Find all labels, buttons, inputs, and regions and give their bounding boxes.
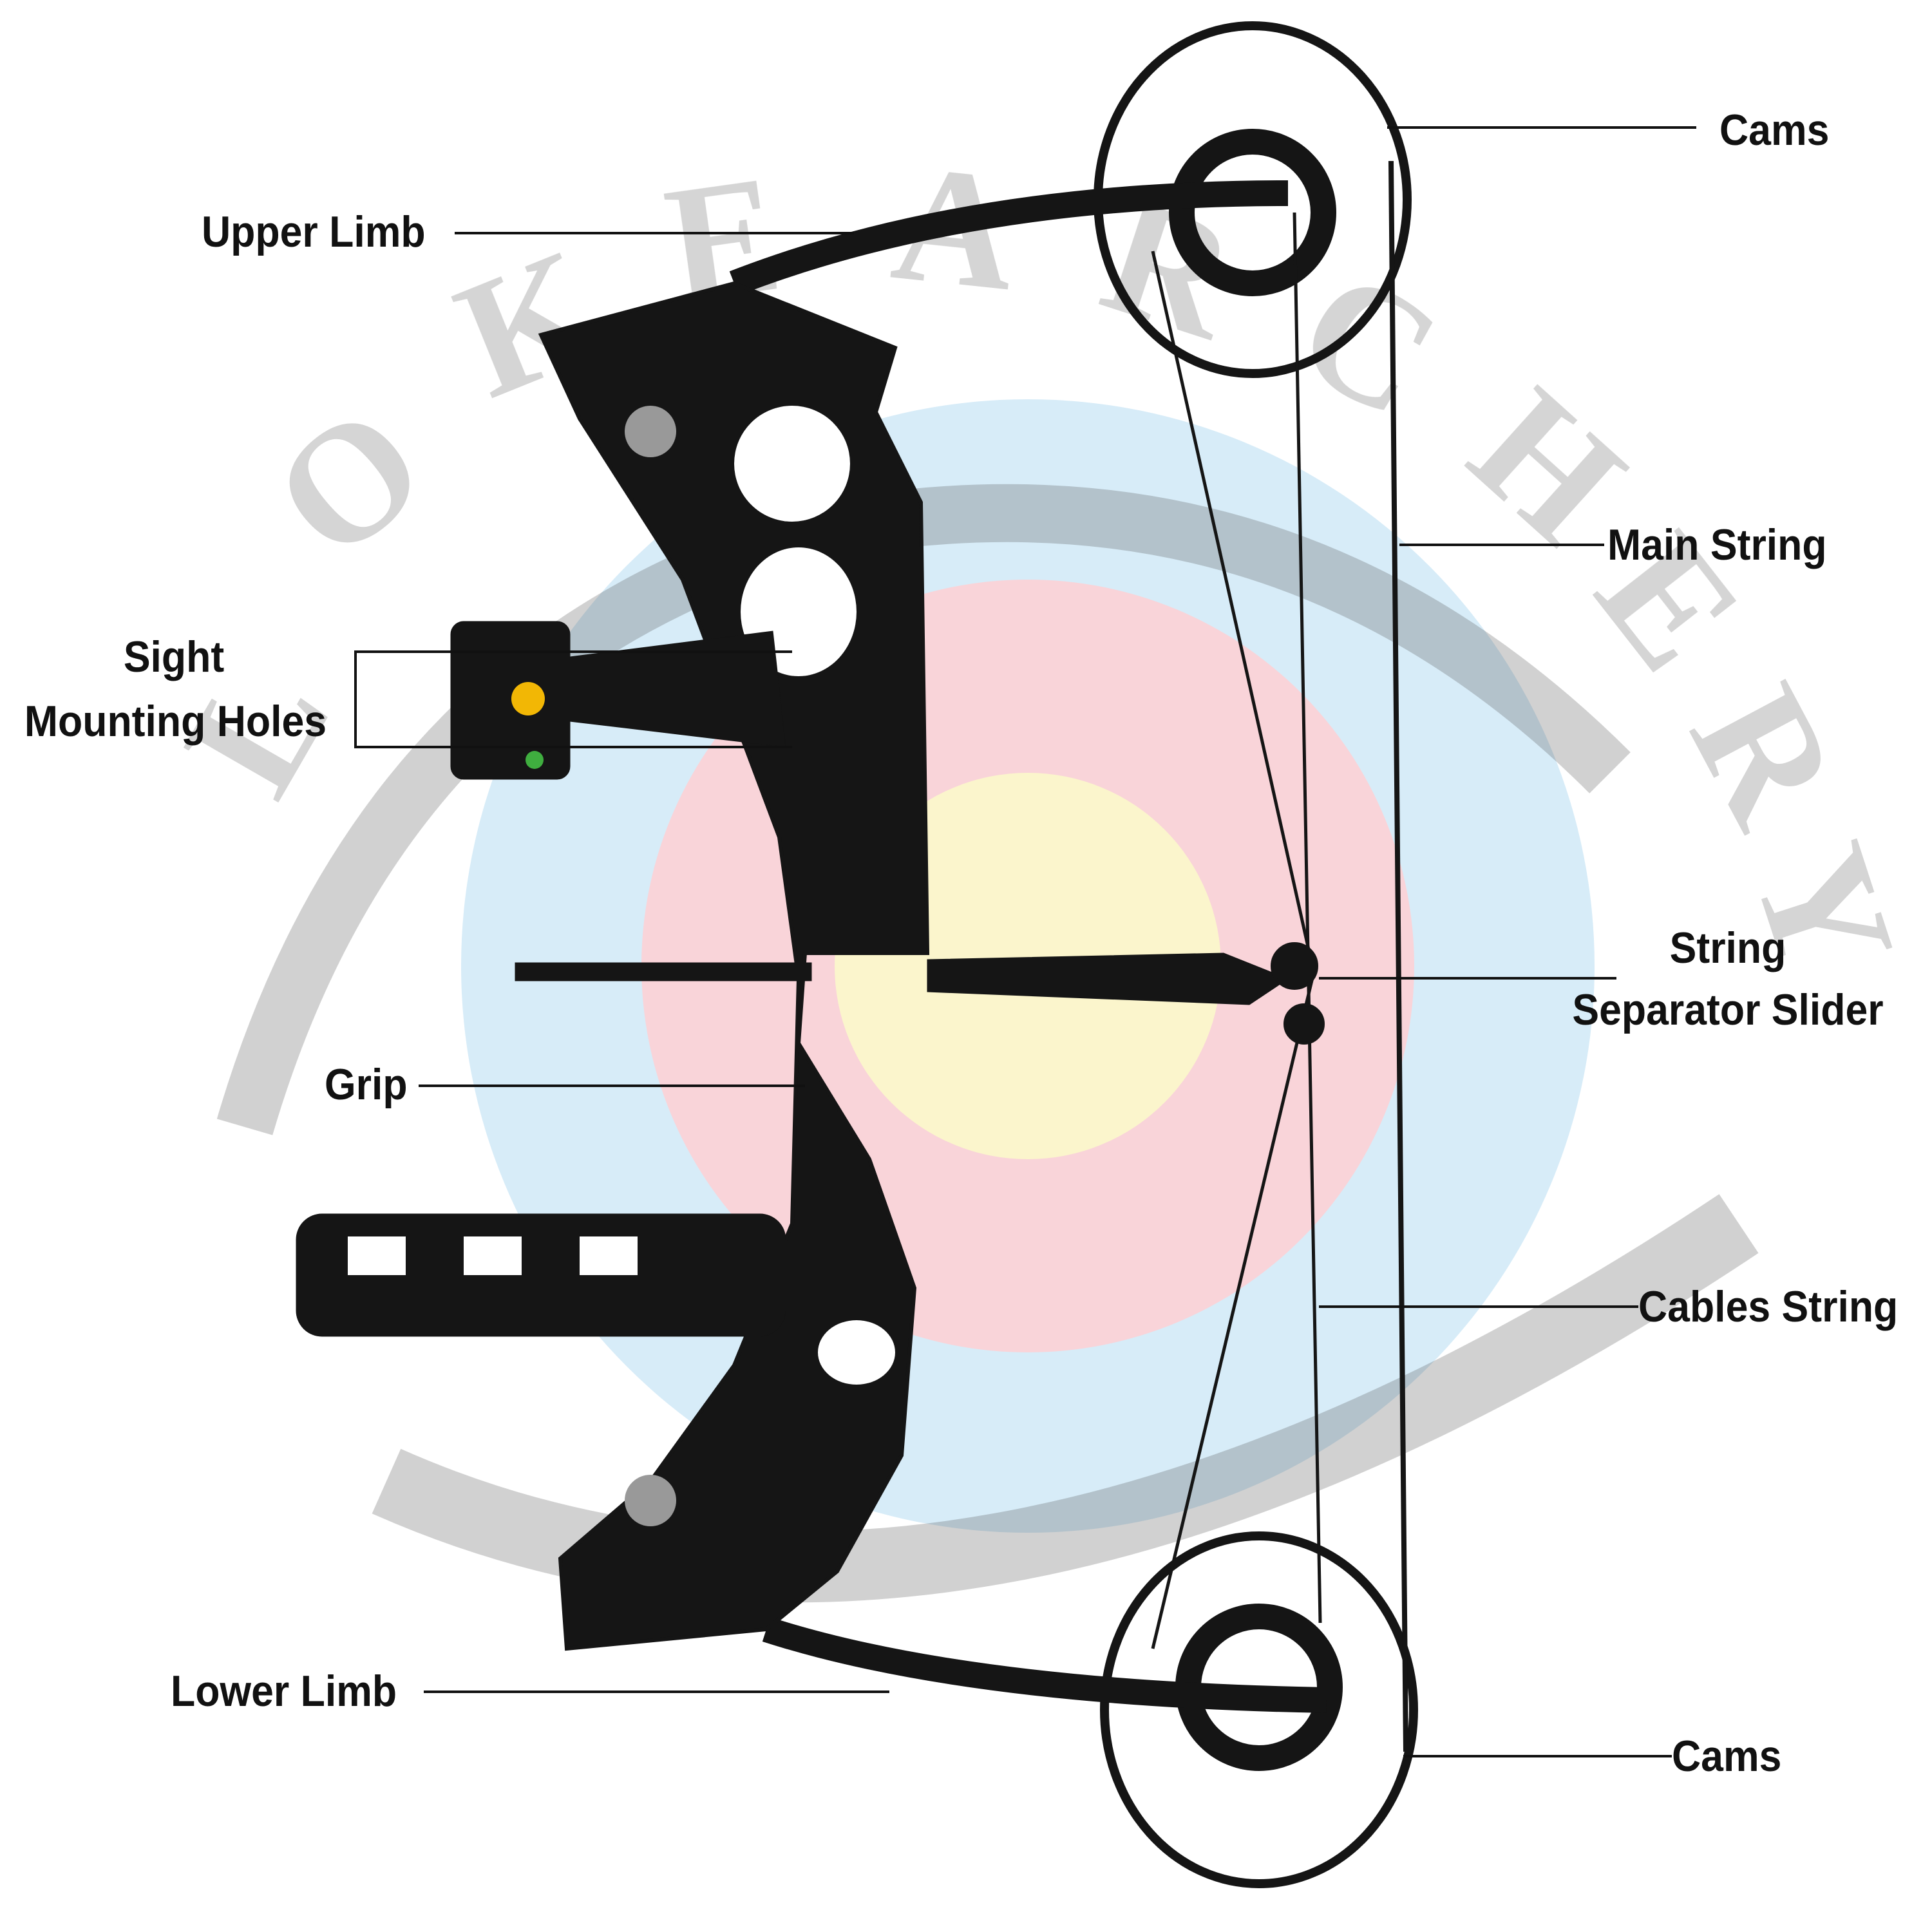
lower-cam [1100,1531,1418,1888]
svg-text:R: R [1655,658,1877,854]
upper-limb [729,180,1289,296]
arrow-rest [515,962,812,981]
leader-line-lower-limb [424,1690,889,1693]
sight [450,621,571,780]
leader-line-upper-limb [455,232,854,234]
label-separator-line2: Separator Slider [1572,985,1884,1034]
leader-line-separator [1319,977,1616,980]
leader-line-cams-top [1387,126,1696,129]
label-cams-bottom: Cams [1672,1732,1782,1781]
leader-line-cables-string [1319,1305,1638,1308]
string-separator [927,952,1289,1005]
label-lower-limb: Lower Limb [171,1667,397,1716]
label-cams-top: Cams [1719,106,1830,155]
leader-line-sight-bottom [354,746,792,748]
stabilizer [296,1213,786,1337]
svg-text:O: O [240,369,459,595]
leader-line-grip [419,1084,805,1087]
label-separator-line1: String [1669,923,1786,972]
cable-3 [1151,972,1316,1649]
label-sight-line1: Sight [123,632,225,681]
lower-limb [762,1616,1327,1713]
label-sight-line2: Mounting Holes [24,697,327,746]
label-upper-limb: Upper Limb [202,207,426,256]
main-string [1388,160,1408,1752]
leader-line-cams-bottom [1403,1755,1672,1757]
leader-line-sight-top [354,650,792,653]
cable-1 [1151,251,1316,973]
bracket-sight-holes [354,650,357,748]
label-cables-string: Cables String [1638,1282,1899,1331]
label-grip: Grip [325,1060,408,1109]
label-main-string: Main String [1607,520,1827,569]
cable-2 [1293,212,1322,1624]
leader-line-main-string [1399,544,1604,546]
bow [296,21,1418,1888]
